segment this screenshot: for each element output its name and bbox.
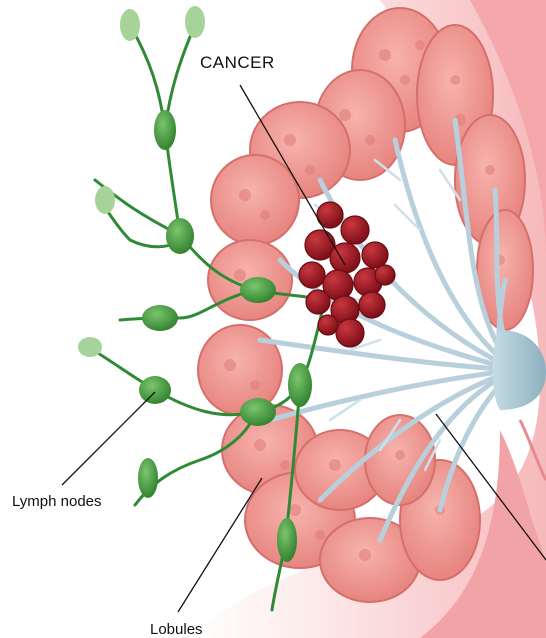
lymph-node-icon: [138, 458, 158, 498]
lymph-node-icon: [95, 186, 115, 214]
lymph-node-icon: [240, 398, 276, 426]
lobules-label: Lobules: [150, 621, 203, 638]
lobules-pointer-line: [178, 478, 262, 612]
lymph-node-icon: [120, 9, 140, 41]
lymph-nodes-label: Lymph nodes: [12, 493, 102, 510]
lymph-node-icon: [240, 277, 276, 303]
lymph-node-icon: [288, 363, 312, 407]
lymph-node-icon: [142, 305, 178, 331]
lymph-node-icon: [78, 337, 102, 357]
lymph-node-icon: [139, 376, 171, 404]
lymph-node-icon: [277, 518, 297, 562]
lymph-node-icon: [154, 110, 176, 150]
lymph-node-icon: [185, 6, 205, 38]
lymph-node-icon: [166, 218, 194, 254]
cancer-label: CANCER: [200, 53, 275, 72]
